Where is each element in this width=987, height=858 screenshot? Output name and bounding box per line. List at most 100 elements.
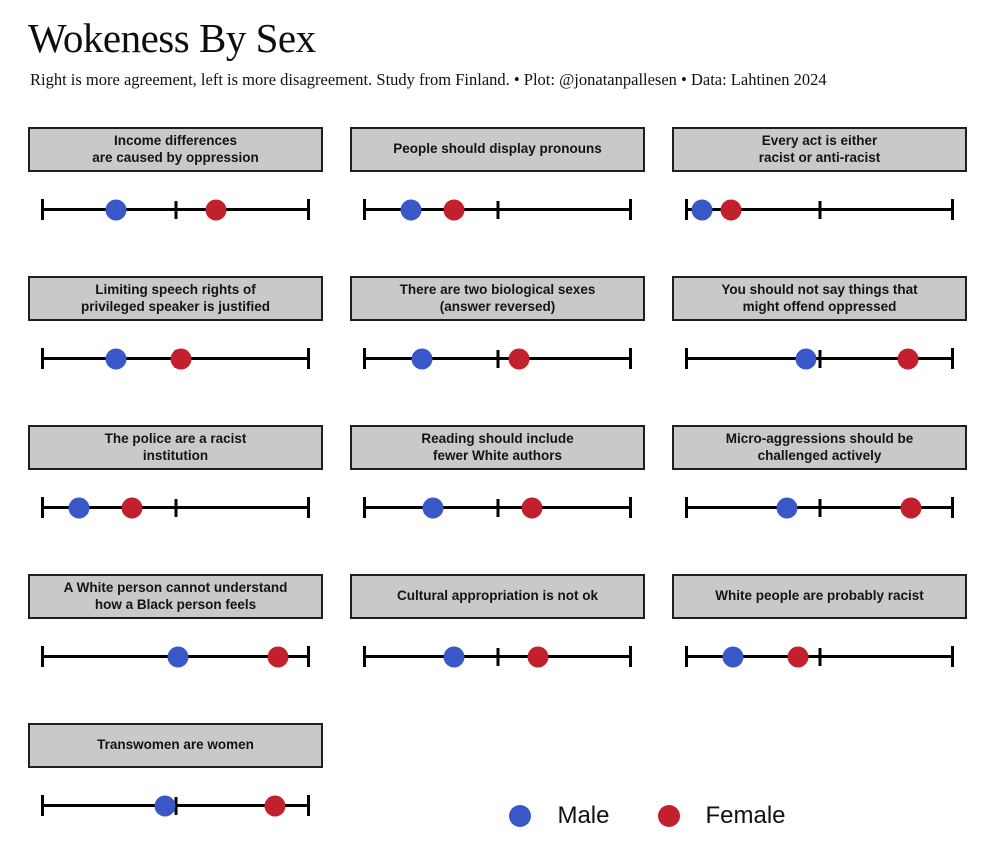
panels-grid: Income differences are caused by oppress… — [28, 127, 967, 858]
panel-title: Cultural appropriation is not ok — [350, 574, 645, 619]
axis-tick-middle — [174, 796, 177, 815]
female-dot — [264, 795, 286, 816]
axis-tick-middle — [174, 200, 177, 219]
axis-tick-right — [951, 646, 954, 667]
statement-panel: The police are a racist institution — [28, 425, 323, 574]
axis-tick-right — [951, 348, 954, 369]
panel-title: White people are probably racist — [672, 574, 967, 619]
axis-tick-right — [629, 199, 632, 220]
axis-tick-right — [307, 348, 310, 369]
female-dot — [787, 646, 809, 667]
axis-tick-left — [41, 348, 44, 369]
female-dot — [443, 199, 465, 220]
axis-tick-left — [41, 497, 44, 518]
panel-title: There are two biological sexes (answer r… — [350, 276, 645, 321]
axis-tick-left — [363, 199, 366, 220]
axis-tick-middle — [496, 200, 499, 219]
axis-tick-middle — [496, 647, 499, 666]
male-dot — [154, 795, 176, 816]
female-dot — [897, 348, 919, 369]
legend: Male Female — [350, 723, 967, 858]
panel-axis — [363, 172, 632, 248]
male-dot — [400, 199, 422, 220]
axis-tick-middle — [818, 498, 821, 517]
female-dot — [527, 646, 549, 667]
legend-male-label: Male — [557, 801, 610, 829]
statement-panel: A White person cannot understand how a B… — [28, 574, 323, 723]
axis-tick-left — [41, 199, 44, 220]
axis-tick-left — [685, 199, 688, 220]
axis-tick-middle — [496, 349, 499, 368]
female-dot — [170, 348, 192, 369]
axis-tick-right — [629, 348, 632, 369]
axis-tick-middle — [818, 349, 821, 368]
male-dot — [795, 348, 817, 369]
axis-tick-left — [363, 497, 366, 518]
male-dot — [776, 497, 798, 518]
statement-panel: Transwomen are women — [28, 723, 323, 858]
axis-tick-right — [307, 199, 310, 220]
female-dot — [508, 348, 530, 369]
male-dot — [411, 348, 433, 369]
panel-title: Income differences are caused by oppress… — [28, 127, 323, 172]
axis-tick-left — [685, 497, 688, 518]
panel-axis — [685, 619, 954, 695]
panel-title: A White person cannot understand how a B… — [28, 574, 323, 619]
statement-panel: There are two biological sexes (answer r… — [350, 276, 645, 425]
axis-tick-right — [629, 646, 632, 667]
axis-tick-right — [307, 497, 310, 518]
panel-title: The police are a racist institution — [28, 425, 323, 470]
axis-tick-right — [629, 497, 632, 518]
statement-panel: Every act is either racist or anti-racis… — [672, 127, 967, 276]
statement-panel: Micro-aggressions should be challenged a… — [672, 425, 967, 574]
statement-panel: People should display pronouns — [350, 127, 645, 276]
axis-tick-middle — [174, 498, 177, 517]
axis-tick-left — [363, 646, 366, 667]
axis-tick-left — [685, 348, 688, 369]
chart-subtitle: Right is more agreement, left is more di… — [30, 70, 827, 89]
axis-tick-middle — [818, 200, 821, 219]
axis-tick-middle — [818, 647, 821, 666]
axis-tick-left — [41, 795, 44, 816]
statement-panel: Limiting speech rights of privileged spe… — [28, 276, 323, 425]
axis-tick-right — [307, 646, 310, 667]
statement-panel: White people are probably racist — [672, 574, 967, 723]
male-dot — [722, 646, 744, 667]
panel-title: Micro-aggressions should be challenged a… — [672, 425, 967, 470]
statement-panel: Income differences are caused by oppress… — [28, 127, 323, 276]
axis-tick-right — [951, 199, 954, 220]
legend-female-label: Female — [705, 801, 786, 829]
axis-tick-middle — [496, 498, 499, 517]
panel-axis — [363, 321, 632, 397]
legend-female-dot — [657, 804, 680, 827]
panel-title: You should not say things that might off… — [672, 276, 967, 321]
female-dot — [720, 199, 742, 220]
panel-title: Every act is either racist or anti-racis… — [672, 127, 967, 172]
male-dot — [422, 497, 444, 518]
panel-title: Transwomen are women — [28, 723, 323, 768]
female-dot — [900, 497, 922, 518]
panel-axis — [363, 619, 632, 695]
male-dot — [105, 199, 127, 220]
male-dot — [691, 199, 713, 220]
panel-axis — [685, 470, 954, 546]
legend-male-dot — [509, 804, 532, 827]
panel-axis — [41, 768, 310, 844]
chart-title: Wokeness By Sex — [28, 15, 316, 61]
female-dot — [267, 646, 289, 667]
statement-panel: Cultural appropriation is not ok — [350, 574, 645, 723]
panel-axis — [41, 470, 310, 546]
panel-axis — [41, 619, 310, 695]
panel-title: Reading should include fewer White autho… — [350, 425, 645, 470]
panel-axis — [41, 321, 310, 397]
panel-axis — [685, 321, 954, 397]
axis-tick-right — [307, 795, 310, 816]
female-dot — [205, 199, 227, 220]
panel-axis — [363, 470, 632, 546]
panel-axis — [41, 172, 310, 248]
axis-tick-right — [951, 497, 954, 518]
axis-tick-left — [41, 646, 44, 667]
axis-tick-left — [363, 348, 366, 369]
panel-title: People should display pronouns — [350, 127, 645, 172]
